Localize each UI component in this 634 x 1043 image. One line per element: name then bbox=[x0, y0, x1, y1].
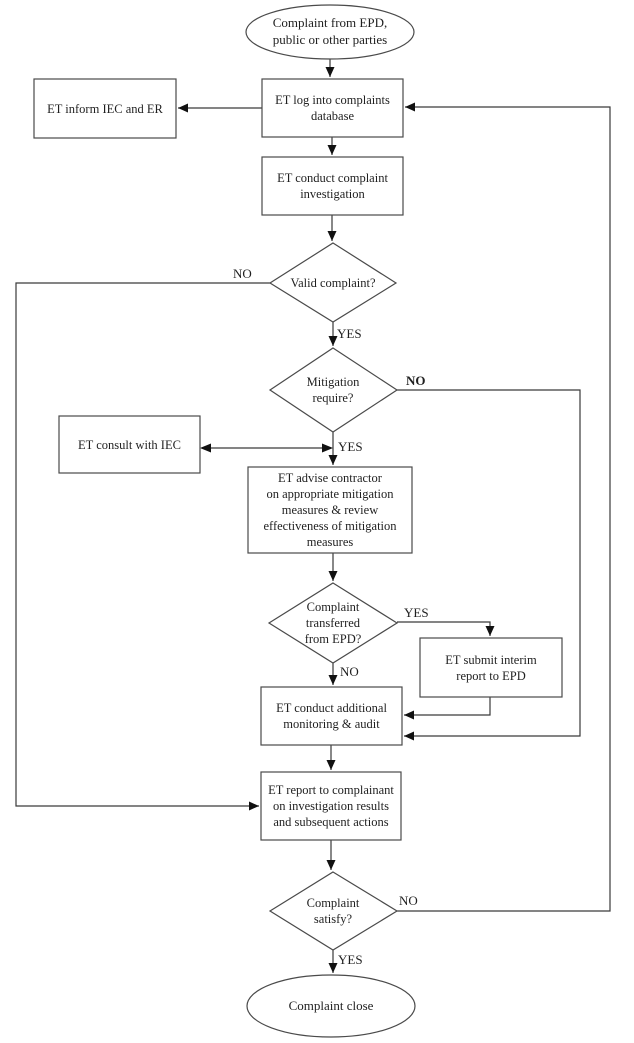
edge-valid-no-to-report bbox=[15, 282, 270, 811]
start-terminator-shape bbox=[245, 4, 415, 60]
edge-mitigation-no-to-monitor bbox=[397, 389, 581, 741]
satisfy-decision-shape bbox=[268, 871, 399, 951]
valid-decision-shape bbox=[268, 242, 398, 323]
inform-process-shape bbox=[33, 78, 177, 139]
mitigation-decision-shape bbox=[268, 347, 399, 433]
consult-process-shape bbox=[58, 415, 201, 474]
edge-satisfy-no-to-log bbox=[397, 102, 611, 912]
report-process-shape bbox=[260, 771, 402, 841]
submit-process-shape bbox=[419, 637, 563, 698]
consult-arrowhead-left bbox=[200, 443, 211, 453]
investigate-process-shape bbox=[261, 156, 404, 216]
edge-submit-to-monitor bbox=[404, 697, 491, 720]
log-db-process-shape bbox=[261, 78, 404, 138]
close-terminator-shape bbox=[246, 974, 416, 1038]
transferred-decision-shape bbox=[267, 582, 399, 664]
edge-transferred-yes-to-submit bbox=[397, 621, 495, 636]
consult-arrowhead-right bbox=[322, 443, 333, 453]
monitor-process-shape bbox=[260, 686, 403, 746]
advise-process-shape bbox=[247, 466, 413, 554]
